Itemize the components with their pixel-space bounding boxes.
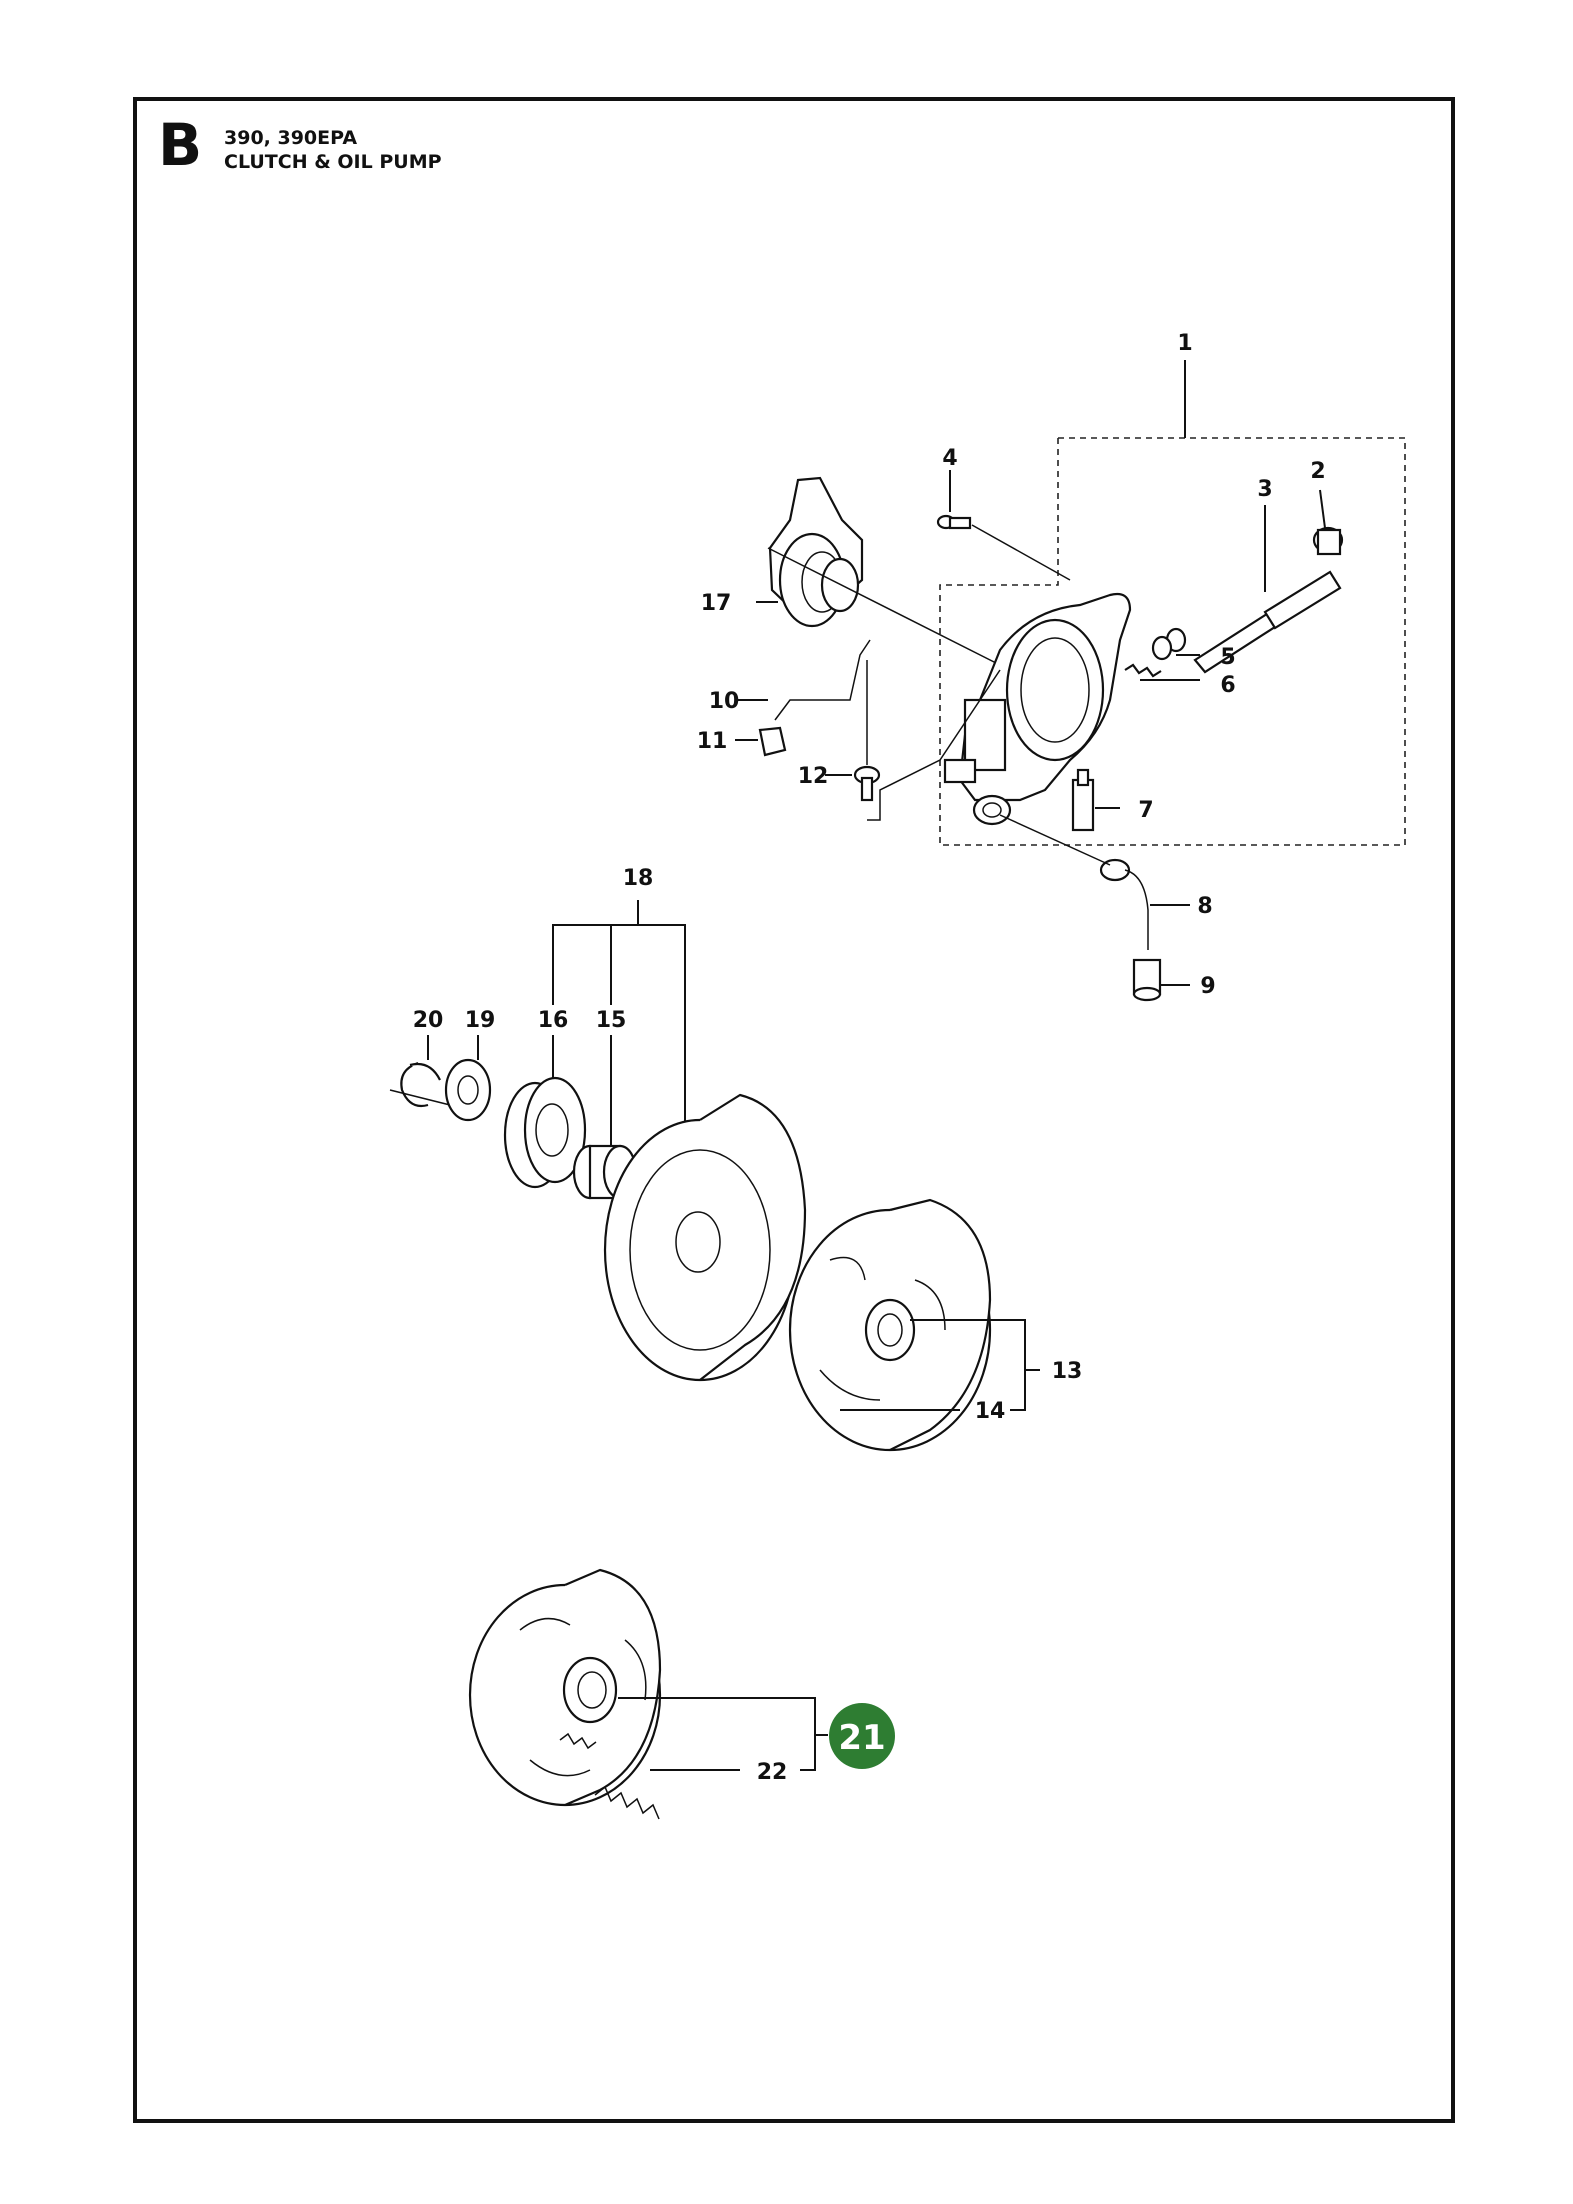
callout-7: 7: [1138, 798, 1153, 823]
part-13-clutch: [788, 1198, 1040, 1452]
part-5-washer: [1151, 627, 1200, 661]
part-10-wire: [735, 639, 871, 721]
callout-10: 10: [709, 689, 740, 714]
part-9-oil-filter: [1132, 958, 1190, 1002]
part-15-needle-bearing: [572, 1144, 638, 1200]
callout-3: 3: [1257, 477, 1272, 502]
part-17-worm-gear: [756, 476, 1001, 666]
part-1-oil-pump-body: [943, 592, 1132, 826]
callout-6: 6: [1220, 673, 1235, 698]
part-22-clutch-spring: [594, 1734, 828, 1820]
callout-17: 17: [701, 591, 732, 616]
section-letter: B: [158, 111, 203, 179]
callout-20: 20: [413, 1008, 444, 1033]
part-6-spring: [1124, 663, 1200, 681]
callout-19: 19: [465, 1008, 496, 1033]
callout-12: 12: [798, 764, 829, 789]
part-2-plug: [1312, 489, 1344, 556]
callout-labels: 1 2 3 4 5 6 7 8 9 10 11 12 13 14 15 16 1…: [413, 331, 1326, 1785]
part-3-pump-shaft: [1193, 505, 1342, 674]
page-frame: [133, 97, 1455, 2123]
callout-18: 18: [623, 866, 654, 891]
callout-5: 5: [1220, 645, 1235, 670]
callout-15: 15: [596, 1008, 627, 1033]
part-16-rim-sprocket: [503, 1076, 587, 1189]
part-12-bolt: [825, 660, 1001, 821]
diagram-title: CLUTCH & OIL PUMP: [224, 151, 442, 173]
callout-1: 1: [1177, 331, 1192, 356]
callout-22: 22: [757, 1760, 788, 1785]
part-19-washer: [444, 1035, 492, 1122]
callout-16: 16: [538, 1008, 569, 1033]
callout-8: 8: [1197, 894, 1212, 919]
part-7-oil-nipple: [1071, 768, 1120, 832]
part-11-clip: [735, 726, 787, 757]
clutch-drum: [603, 1093, 807, 1382]
callout-14: 14: [975, 1399, 1006, 1424]
callout-21: 21: [838, 1718, 885, 1758]
callout-9: 9: [1200, 974, 1215, 999]
part-4-screw: [936, 470, 1071, 581]
callout-2: 2: [1310, 459, 1325, 484]
callout-13: 13: [1052, 1359, 1083, 1384]
oil-pump-group: [939, 360, 1406, 846]
model-line: 390, 390EPA: [224, 127, 358, 149]
part-8-oil-hose: [999, 814, 1190, 950]
callout-4: 4: [942, 446, 957, 471]
part-21-clutch-assembly: [468, 1568, 816, 1807]
callout-11: 11: [697, 729, 728, 754]
highlighted-callout-21[interactable]: 21: [829, 1703, 895, 1769]
highlight-badge: [829, 1703, 895, 1769]
